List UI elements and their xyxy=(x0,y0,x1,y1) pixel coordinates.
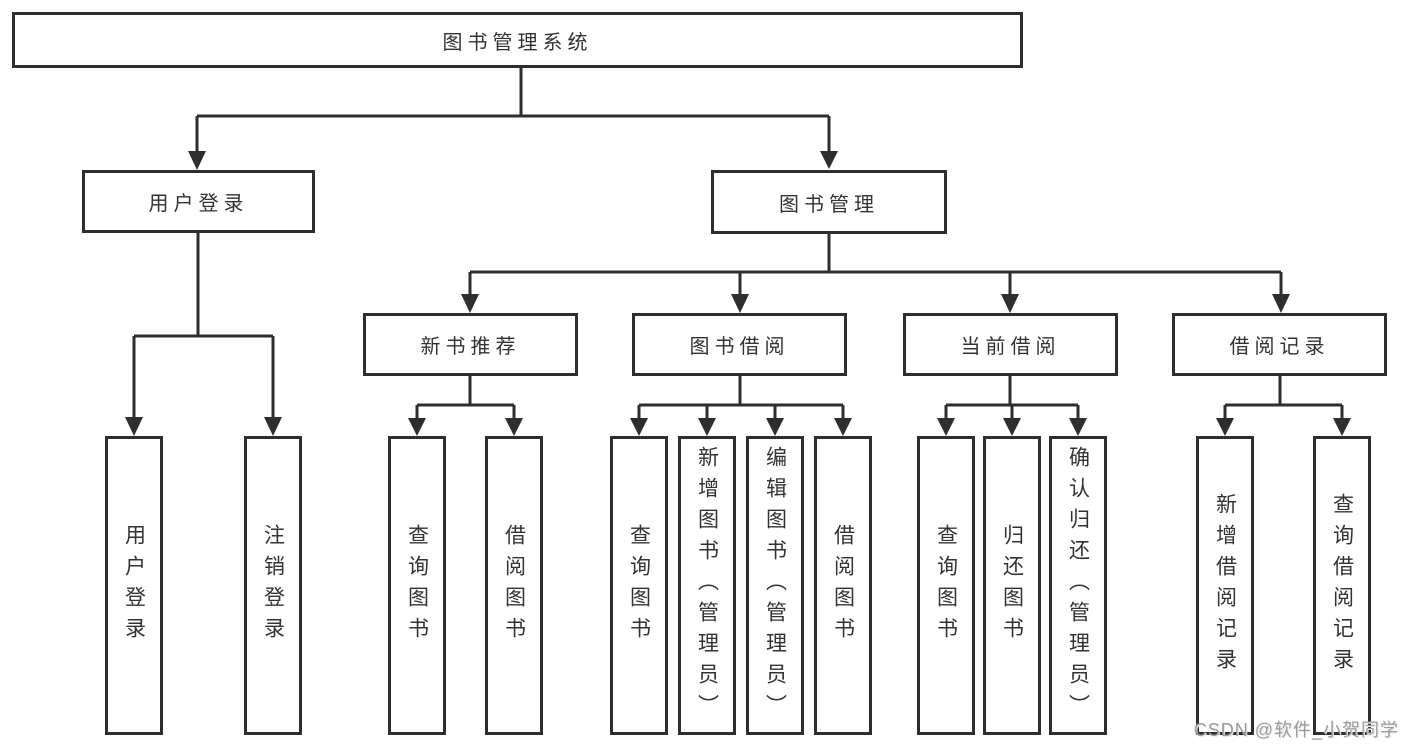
node-label: 编辑图书（管理员） xyxy=(763,446,787,725)
leaf-query-borrow-record: 查询借阅记录 xyxy=(1313,436,1371,735)
node-book-management: 图书管理 xyxy=(711,170,947,234)
arrow-down-icon xyxy=(188,151,206,170)
node-label: 归还图书 xyxy=(1000,523,1024,648)
node-borrowing-records: 借阅记录 xyxy=(1172,313,1387,376)
node-label: 新增借阅记录 xyxy=(1213,492,1237,679)
arrow-down-icon xyxy=(698,418,716,436)
node-label: 借阅图书 xyxy=(502,523,526,648)
arrow-down-icon xyxy=(1003,418,1021,436)
leaf-confirm-return-admin: 确认归还（管理员） xyxy=(1049,436,1107,735)
leaf-edit-books-admin: 编辑图书（管理员） xyxy=(746,436,804,735)
node-library-management-system: 图书管理系统 xyxy=(12,12,1023,68)
node-current-borrowing: 当前借阅 xyxy=(903,313,1118,376)
node-label: 查询图书 xyxy=(627,523,651,648)
node-label: 借阅记录 xyxy=(1229,336,1330,358)
arrow-down-icon xyxy=(820,151,838,169)
node-user-login: 用户登录 xyxy=(82,170,315,233)
arrow-down-icon xyxy=(834,418,852,436)
arrow-down-icon xyxy=(731,294,749,313)
leaf-borrow-books-2: 借阅图书 xyxy=(814,436,872,735)
node-label: 注销登录 xyxy=(261,523,285,648)
arrow-down-icon xyxy=(630,418,648,436)
node-label: 查询借阅记录 xyxy=(1330,492,1354,679)
arrow-down-icon xyxy=(505,418,523,436)
leaf-query-books-3: 查询图书 xyxy=(917,436,975,735)
arrow-down-icon xyxy=(408,418,426,436)
connector-user-login-to-leaves xyxy=(125,233,282,436)
node-label: 查询图书 xyxy=(405,523,429,648)
connector-book-borrow-to-leaves xyxy=(630,376,852,436)
node-label: 借阅图书 xyxy=(831,523,855,648)
connector-borrow-records-to-leaves xyxy=(1216,376,1351,436)
connector-new-book-rec-to-leaves xyxy=(408,376,523,436)
arrow-down-icon xyxy=(1216,418,1234,436)
leaf-query-books-1: 查询图书 xyxy=(388,436,446,735)
node-label: 新增图书（管理员） xyxy=(695,446,719,725)
arrow-down-icon xyxy=(1272,294,1290,313)
leaf-borrow-books-1: 借阅图书 xyxy=(485,436,543,735)
node-label: 图书借阅 xyxy=(689,336,790,358)
arrow-down-icon xyxy=(264,417,282,436)
node-new-book-recommend: 新书推荐 xyxy=(363,313,578,376)
leaf-add-books-admin: 新增图书（管理员） xyxy=(678,436,736,735)
csdn-watermark: CSDN @软件_小贺同学 xyxy=(1193,720,1399,740)
node-label: 图书管理 xyxy=(779,193,879,216)
leaf-logout: 注销登录 xyxy=(244,436,302,735)
node-label: 查询图书 xyxy=(934,523,958,648)
node-label: 新书推荐 xyxy=(420,336,521,358)
arrow-down-icon xyxy=(125,417,143,436)
node-label: 图书管理系统 xyxy=(442,31,593,54)
arrow-down-icon xyxy=(461,294,479,313)
node-label: 用户登录 xyxy=(148,193,249,215)
leaf-user-login: 用户登录 xyxy=(105,436,163,735)
connector-root-to-level2 xyxy=(188,68,838,170)
connector-book-management-to-level3 xyxy=(461,234,1290,313)
node-label: 当前借阅 xyxy=(960,336,1061,358)
arrow-down-icon xyxy=(1001,294,1019,313)
node-label: 用户登录 xyxy=(122,523,146,648)
arrow-down-icon xyxy=(766,418,784,436)
leaf-add-borrow-record: 新增借阅记录 xyxy=(1196,436,1254,735)
node-book-borrowing: 图书借阅 xyxy=(632,313,847,376)
node-label: 确认归还（管理员） xyxy=(1066,446,1090,725)
leaf-return-books: 归还图书 xyxy=(983,436,1041,735)
leaf-query-books-2: 查询图书 xyxy=(610,436,668,735)
arrow-down-icon xyxy=(1333,418,1351,436)
connector-current-borrow-to-leaves xyxy=(937,376,1087,436)
arrow-down-icon xyxy=(937,418,955,436)
arrow-down-icon xyxy=(1069,418,1087,436)
